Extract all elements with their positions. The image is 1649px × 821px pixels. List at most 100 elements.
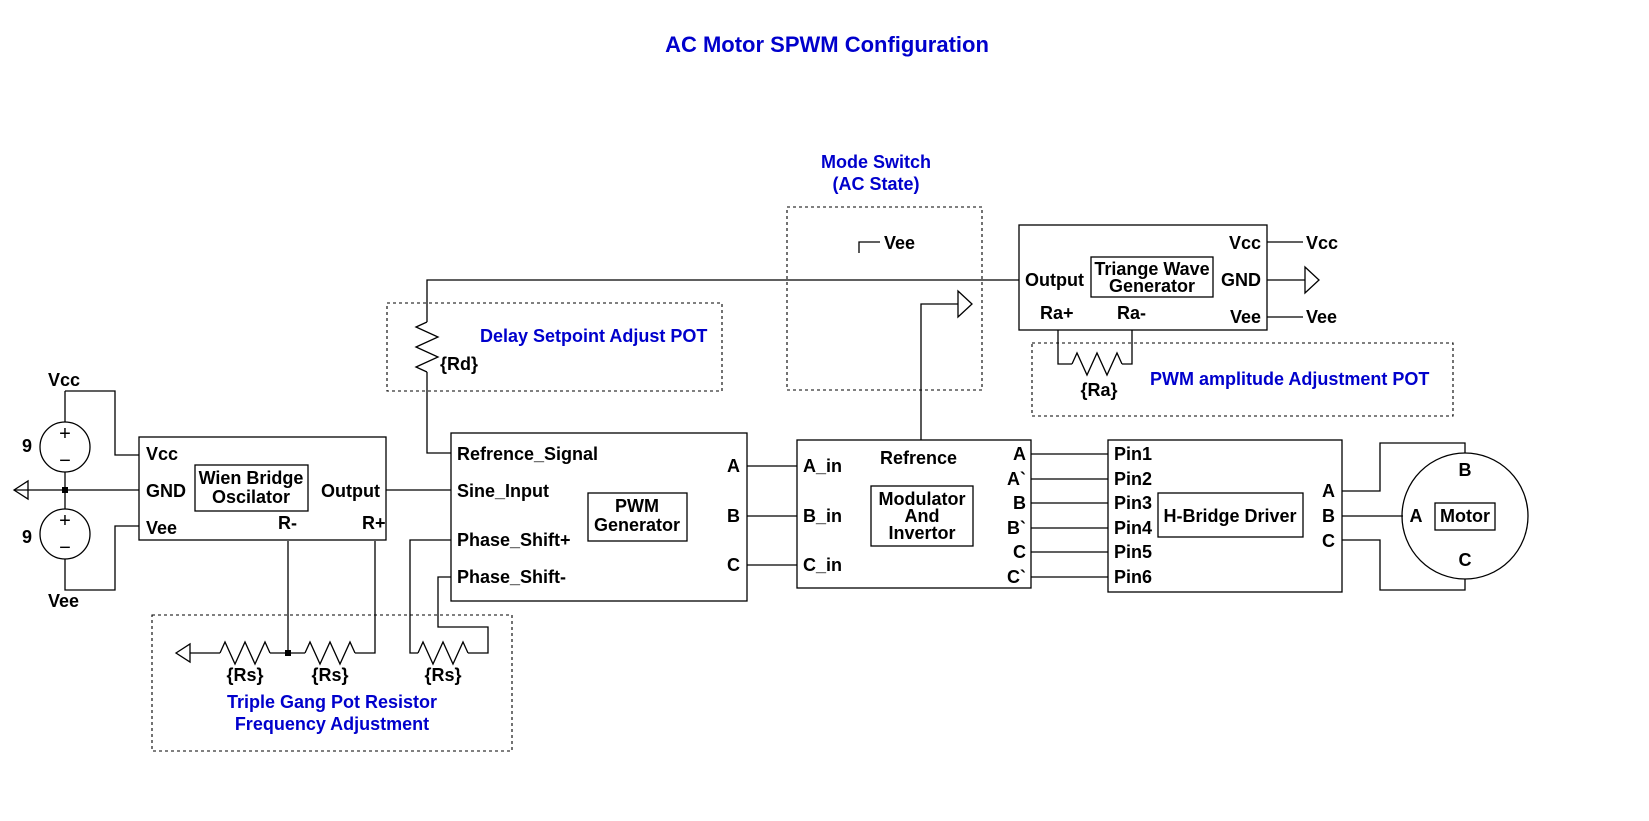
mod-c-in-pin: C_in — [803, 555, 842, 575]
h-bridge-pin1: Pin1 — [1114, 444, 1152, 464]
vcc-wire — [65, 390, 139, 456]
rs-resistor-3 — [417, 640, 469, 666]
rd-resistor — [414, 321, 440, 373]
tri-ra-plus-pin: Ra+ — [1040, 303, 1074, 323]
modulator-label-box — [870, 485, 974, 547]
ra-minus-wire — [1122, 330, 1133, 365]
wien-bridge-label-box — [194, 464, 309, 512]
wien-output-pin: Output — [321, 481, 380, 501]
phase-plus-wire — [409, 539, 451, 654]
mod-b-in-pin: B_in — [803, 506, 842, 526]
h-bridge-c-pin: C — [1322, 531, 1335, 551]
wien-r-plus-pin: R+ — [362, 513, 386, 533]
pwm-generator-name-line1: PWM — [615, 496, 659, 516]
pwm-generator-label-box — [587, 492, 688, 542]
refrence-wire — [920, 303, 958, 440]
triple-gang-region — [151, 614, 513, 752]
r-plus-wire — [355, 541, 376, 654]
ra-plus-wire — [1057, 330, 1072, 365]
pwm-sine-pin: Sine_Input — [457, 481, 549, 501]
modulator-name-line2: And — [905, 506, 940, 526]
src1-minus-sign: − — [59, 450, 71, 472]
src1-value: 9 — [22, 436, 32, 456]
mode-switch-label-line1: Mode Switch — [821, 152, 931, 172]
triangle-wave-block — [1018, 224, 1268, 331]
wien-vcc-pin: Vcc — [146, 444, 178, 464]
wien-vee-pin: Vee — [146, 518, 177, 538]
motor-name: Motor — [1440, 506, 1490, 526]
vee-source-label: Vee — [48, 591, 79, 611]
rd-label: {Rd} — [440, 354, 478, 374]
tri-vcc-net-label: Vcc — [1306, 233, 1338, 253]
h-bridge-pin4: Pin4 — [1114, 518, 1152, 538]
tri-ra-minus-pin: Ra- — [1117, 303, 1146, 323]
rs-resistor-1 — [219, 640, 271, 666]
mod-c-bar-out-pin: C` — [1007, 567, 1026, 587]
gnd-arrow-pot — [174, 642, 191, 664]
motor-a-terminal: A — [1410, 506, 1423, 526]
mod-a-bar-out-pin: A` — [1007, 469, 1026, 489]
triangle-wave-label-box — [1090, 256, 1214, 298]
motor-b-wire — [1342, 442, 1466, 492]
h-bridge-b-pin: B — [1322, 506, 1335, 526]
src2-plus-sign: + — [59, 510, 71, 532]
src2-minus-sign: − — [59, 537, 71, 559]
tri-vee-net-label: Vee — [1306, 307, 1337, 327]
tri-vcc-pin: Vcc — [1229, 233, 1261, 253]
wien-r-minus-pin: R- — [278, 513, 297, 533]
ra-label: {Ra} — [1080, 380, 1117, 400]
h-bridge-pin2: Pin2 — [1114, 469, 1152, 489]
rs-resistor-2 — [304, 640, 356, 666]
ra-resistor — [1071, 351, 1123, 377]
triangle-output-wire — [426, 279, 1019, 322]
mod-c-out-pin: C — [1013, 542, 1026, 562]
src2-value: 9 — [22, 527, 32, 547]
mode-switch-label-line2: (AC State) — [832, 174, 919, 194]
delay-pot-label: Delay Setpoint Adjust POT — [480, 326, 707, 346]
h-bridge-pin3: Pin3 — [1114, 493, 1152, 513]
motor-b-terminal: B — [1459, 460, 1472, 480]
rs-label-3: {Rs} — [424, 665, 461, 685]
rs-label-2: {Rs} — [311, 665, 348, 685]
mod-b-out-pin: B — [1013, 493, 1026, 513]
tri-gnd-arrow — [1304, 265, 1320, 295]
vee-wire — [64, 525, 139, 591]
pwm-phase-minus-pin: Phase_Shift- — [457, 567, 566, 587]
pwm-generator-name-line2: Generator — [594, 515, 680, 535]
pwm-b-pin: B — [727, 506, 740, 526]
mod-a-in-pin: A_in — [803, 456, 842, 476]
pwm-a-pin: A — [727, 456, 740, 476]
mod-a-out-pin: A — [1013, 444, 1026, 464]
refrence-signal-wire — [426, 372, 451, 454]
pwm-generator-block — [450, 432, 748, 602]
vcc-source-label: Vcc — [48, 370, 80, 390]
h-bridge-pin6: Pin6 — [1114, 567, 1152, 587]
triangle-wave-name-line1: Triange Wave — [1094, 259, 1209, 279]
pwm-amp-pot-label: PWM amplitude Adjustment POT — [1150, 369, 1429, 389]
pwm-amp-pot-region — [1031, 342, 1454, 417]
tri-gnd-pin: GND — [1221, 270, 1261, 290]
motor-c-terminal: C — [1459, 550, 1472, 570]
wien-bridge-name-line1: Wien Bridge — [199, 468, 304, 488]
mode-switch-vee-label: Vee — [884, 233, 915, 253]
src1-plus-sign: + — [59, 423, 71, 445]
modulator-block — [796, 439, 1032, 589]
mod-refrence-pin: Refrence — [880, 448, 957, 468]
diagram-title: AC Motor SPWM Configuration — [665, 32, 989, 57]
modulator-name-line1: Modulator — [879, 489, 966, 509]
h-bridge-label-box — [1157, 492, 1304, 538]
wien-gnd-pin: GND — [146, 481, 186, 501]
h-bridge-pin5: Pin5 — [1114, 542, 1152, 562]
triple-gang-label-line2: Frequency Adjustment — [235, 714, 429, 734]
triangle-wave-name-line2: Generator — [1109, 276, 1195, 296]
phase-minus-wire — [437, 576, 489, 654]
gnd-arrow-left — [12, 479, 29, 501]
tri-output-pin: Output — [1025, 270, 1084, 290]
refrence-flag-arrow — [957, 289, 973, 319]
h-bridge-name: H-Bridge Driver — [1163, 506, 1296, 526]
tri-vee-pin: Vee — [1230, 307, 1261, 327]
mode-switch-vee-stub — [858, 241, 880, 253]
mod-b-bar-out-pin: B` — [1007, 518, 1026, 538]
triple-gang-label-line1: Triple Gang Pot Resistor — [227, 692, 437, 712]
delay-pot-region — [386, 302, 723, 392]
